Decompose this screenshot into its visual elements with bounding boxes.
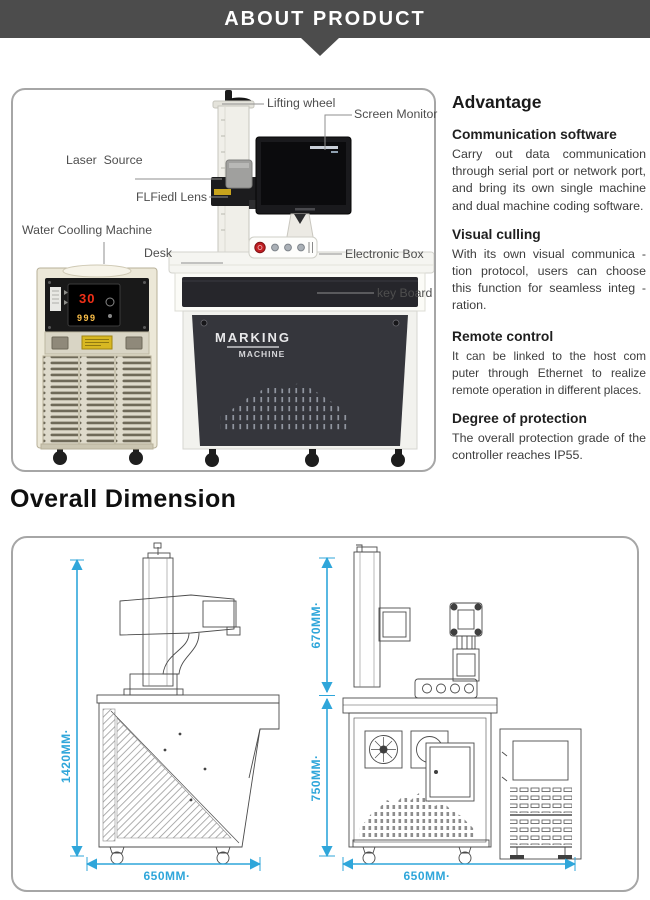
dim-width-right: 650MM· — [403, 869, 451, 883]
label-electronic-box: Electronic Box — [345, 247, 424, 261]
dim-cabinet-height: 750MM· — [309, 754, 323, 802]
section-body-communication: Carry out data communication through ser… — [452, 147, 646, 213]
marking-machine-illustration: MARKING MACHINE — [168, 90, 434, 467]
label-leader-lines — [103, 103, 374, 294]
dim-total-height: 1420MM· — [59, 728, 73, 784]
advantage-title: Advantage — [452, 92, 542, 112]
cooler-display — [67, 283, 121, 327]
about-product-banner: ABOUT PRODUCT — [0, 0, 650, 38]
dimension-lines — [70, 556, 577, 871]
section-body-visual-culling: With its own visual communica -tion prot… — [452, 246, 646, 313]
cooler-display-top-value: 30 — [79, 291, 95, 306]
banner-title: ABOUT PRODUCT — [224, 8, 426, 30]
dim-upper-height: 670MM· — [309, 601, 323, 649]
cooler-casters — [53, 446, 143, 465]
label-laser-source: Laser Source — [66, 153, 143, 167]
dimension-drawings — [70, 542, 582, 871]
label-screen-monitor: Screen Monitor — [354, 107, 438, 121]
cabinet-text-machine: MACHINE — [239, 349, 286, 359]
cabinet-text-marking: MARKING — [215, 330, 291, 345]
electronic-box-part — [248, 236, 318, 259]
front-view-drawing — [342, 544, 582, 865]
product-illustration-box: MARKING MACHINE — [11, 88, 438, 472]
label-lifting-wheel: Lifting wheel — [267, 96, 336, 110]
product-illustration: MARKING MACHINE — [36, 90, 434, 467]
label-flfiedl-lens: FLFiedl Lens — [136, 190, 208, 204]
label-water-cooling-machine: Water Coolling Machine — [22, 223, 153, 237]
section-heading-communication: Communication software — [452, 127, 617, 142]
keyboard-drawer-part — [182, 277, 418, 307]
overall-dimension-title: Overall Dimension — [10, 485, 237, 513]
section-body-degree-protection: The overall protection grade of the cont… — [452, 430, 646, 462]
side-view-drawing — [96, 542, 280, 865]
section-heading-remote-control: Remote control — [452, 328, 554, 344]
water-cooling-machine-illustration: 30 999 — [36, 264, 158, 465]
label-key-board: key Board — [377, 286, 433, 300]
cooler-display-bottom-value: 999 — [77, 313, 97, 323]
lens-part — [249, 200, 261, 209]
section-heading-degree-protection: Degree of protection — [452, 410, 587, 426]
banner-arrow-down — [301, 38, 339, 56]
section-body-remote-control: It can be linked to the host com puter t… — [452, 348, 646, 397]
section-heading-visual-culling: Visual culling — [452, 226, 541, 242]
dimension-drawing-box: 1420MM· 670MM· 750MM· 650MM· 650MM· — [11, 536, 639, 892]
dim-width-left: 650MM· — [143, 869, 191, 883]
advantage-column: Advantage Communication software Carry o… — [452, 92, 646, 464]
label-desk: Desk — [144, 246, 173, 260]
machine-casters — [205, 449, 405, 467]
